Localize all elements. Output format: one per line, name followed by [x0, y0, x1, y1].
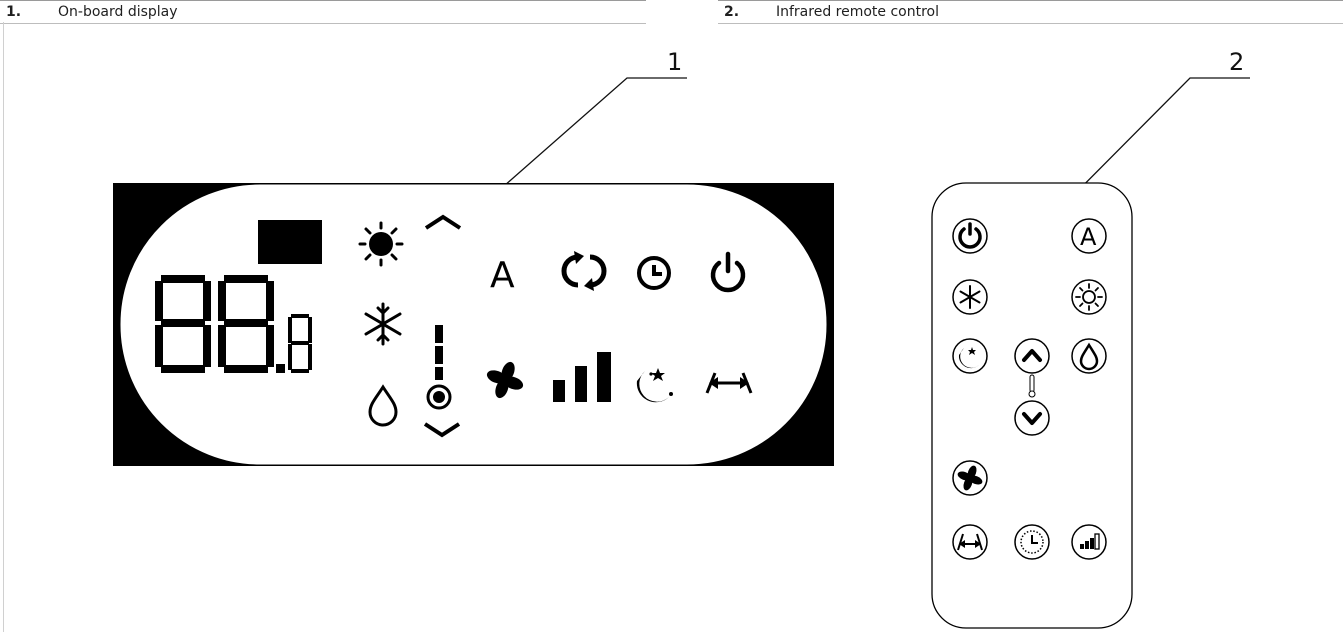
- remote-auto-button[interactable]: A: [1071, 218, 1107, 254]
- sun-icon: [358, 221, 404, 267]
- snowflake-icon: [364, 302, 402, 346]
- remote-temp-up-button[interactable]: [1014, 338, 1050, 374]
- remote-power-button[interactable]: [952, 218, 988, 254]
- remote-dry-button[interactable]: [1071, 338, 1107, 374]
- auto-mode-icon: A: [490, 255, 515, 296]
- remote-thermometer-icon: [1028, 374, 1036, 398]
- drop-icon: [368, 384, 398, 427]
- remote-heat-button[interactable]: [1071, 279, 1107, 315]
- caption-text: On-board display: [58, 4, 178, 20]
- remote-timer-button[interactable]: [1014, 524, 1050, 560]
- callout-number-2: 2: [1229, 48, 1245, 76]
- caption-number: 2.: [724, 4, 740, 20]
- callout-number-1: 1: [667, 48, 683, 76]
- caption-number: 1.: [6, 4, 22, 20]
- thermometer-icon: [426, 325, 452, 410]
- fan-speed-icon: [553, 352, 611, 402]
- onboard-display: A: [113, 183, 834, 466]
- rotate-icon: [561, 251, 607, 291]
- remote-temp-down-button[interactable]: [1014, 400, 1050, 436]
- remote-fan-speed-button[interactable]: [1071, 524, 1107, 560]
- callout-leader-1: [462, 77, 687, 223]
- svg-text:A: A: [1080, 223, 1097, 251]
- fan-icon: [486, 361, 524, 399]
- remote-fan-button[interactable]: [952, 460, 988, 496]
- chevron-down-icon: [423, 422, 461, 438]
- caption-onboard-display: 1. On-board display: [0, 0, 646, 24]
- caption-text: Infrared remote control: [776, 4, 940, 20]
- remote-cool-button[interactable]: [952, 279, 988, 315]
- power-icon: [710, 251, 746, 293]
- remote-swing-button[interactable]: [952, 524, 988, 560]
- indicator-block: [258, 220, 322, 264]
- remote-sleep-button[interactable]: [952, 338, 988, 374]
- timer-icon: [637, 256, 671, 290]
- swing-icon: [705, 372, 753, 394]
- callout-leader-2: [1034, 77, 1250, 235]
- page-rule: [3, 22, 4, 632]
- seven-segment-digits: [155, 275, 312, 373]
- caption-remote-control: 2. Infrared remote control: [718, 0, 1343, 24]
- sleep-icon: [636, 368, 673, 403]
- chevron-up-icon: [424, 214, 462, 230]
